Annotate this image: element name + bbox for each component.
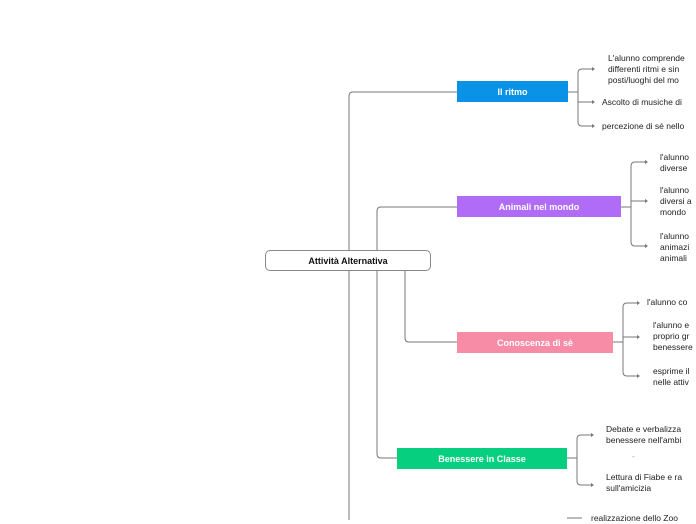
leaf-item[interactable]: l'alunno diversi a mondo [660,185,692,218]
branch-label: Il ritmo [497,86,528,97]
leaf-line: l'alunno [660,152,690,162]
branch-label: Conoscenza di sè [496,337,574,348]
leaf-item[interactable]: esprime il nelle attiv [653,366,689,388]
branch-il-ritmo[interactable]: Il ritmo [457,81,568,102]
leaf-connector [622,342,637,377]
leaf-line: l'alunno co [647,297,688,307]
leaf-line: nelle attiv [653,377,689,387]
leaf-connector [577,92,592,127]
leaf-item[interactable]: l'alunno animazi animali [660,231,689,264]
leaf-connector [576,458,591,486]
leaf-line: mondo [660,207,686,217]
leaf-line: L'alunno comprende [608,53,685,63]
leaf-line: - [632,451,635,461]
leaf-connector [630,207,645,247]
connector-conoscenza [404,271,457,343]
central-topic[interactable]: Attività Alternativa [265,250,431,271]
leaf-item[interactable]: l'alunno diverse [660,152,689,174]
leaf-line: sull'amicizia [606,483,652,493]
branch-benessere-in-classe[interactable]: Benessere in Classe [397,448,567,469]
leaf-line: differenti ritmi e sin [608,64,680,74]
central-topic-label: Attività Alternativa [308,255,388,266]
leaf-item[interactable]: - [632,451,635,462]
leaf-connector [576,434,591,458]
leaf-item[interactable]: l'alunno co [647,297,687,308]
leaf-item[interactable]: Lettura di Fiabe e ra sull'amicizia [606,472,682,494]
leaf-line: Debate e verbalizza [606,424,682,434]
leaf-connector [630,161,645,207]
leaf-line: animali [660,253,687,263]
leaf-line: benessere nell'ambi [606,435,682,445]
leaf-line: proprio gr [653,331,690,341]
leaf-line: posti/luoghi del mo [608,75,679,85]
leaf-line: diverse [660,163,688,173]
leaf-item[interactable]: l'alunno e proprio gr benessere [653,320,693,353]
leaf-connector [577,92,592,103]
leaf-connector [630,200,645,207]
leaf-connector [622,336,637,342]
leaf-item[interactable]: Ascolto di musiche di [602,97,682,108]
leaf-connector [577,68,592,92]
branch-label: Benessere in Classe [438,453,526,464]
leaf-item[interactable]: percezione di sé nello [602,121,684,132]
leaf-item[interactable]: Debate e verbalizza benessere nell'ambi [606,424,681,446]
leaf-line: Ascolto di musiche di [602,97,682,107]
leaf-item[interactable]: L'alunno comprende differenti ritmi e si… [608,53,685,86]
leaf-line: l'alunno [660,185,690,195]
leaf-line: diversi a [660,196,692,206]
leaf-line: l'alunno [660,231,690,241]
leaf-line: l'alunno e [653,320,690,330]
branch-animali-nel-mondo[interactable]: Animali nel mondo [457,196,621,217]
connector-animali [376,206,457,250]
connector-il-ritmo [348,91,457,250]
connector-benessere [376,271,397,459]
branch-conoscenza-di-se[interactable]: Conoscenza di sè [457,332,613,353]
leaf-line: benessere [653,342,693,352]
leaf-line: Lettura di Fiabe e ra [606,472,683,482]
branch-label: Animali nel mondo [498,201,580,212]
leaf-line: percezione di sé nello [602,121,685,131]
leaf-connector [622,302,637,342]
leaf-line: realizzazione dello Zoo [591,513,678,523]
leaf-line: esprime il [653,366,690,376]
leaf-item[interactable]: realizzazione dello Zoo [591,513,678,524]
leaf-line: animazi [660,242,690,252]
